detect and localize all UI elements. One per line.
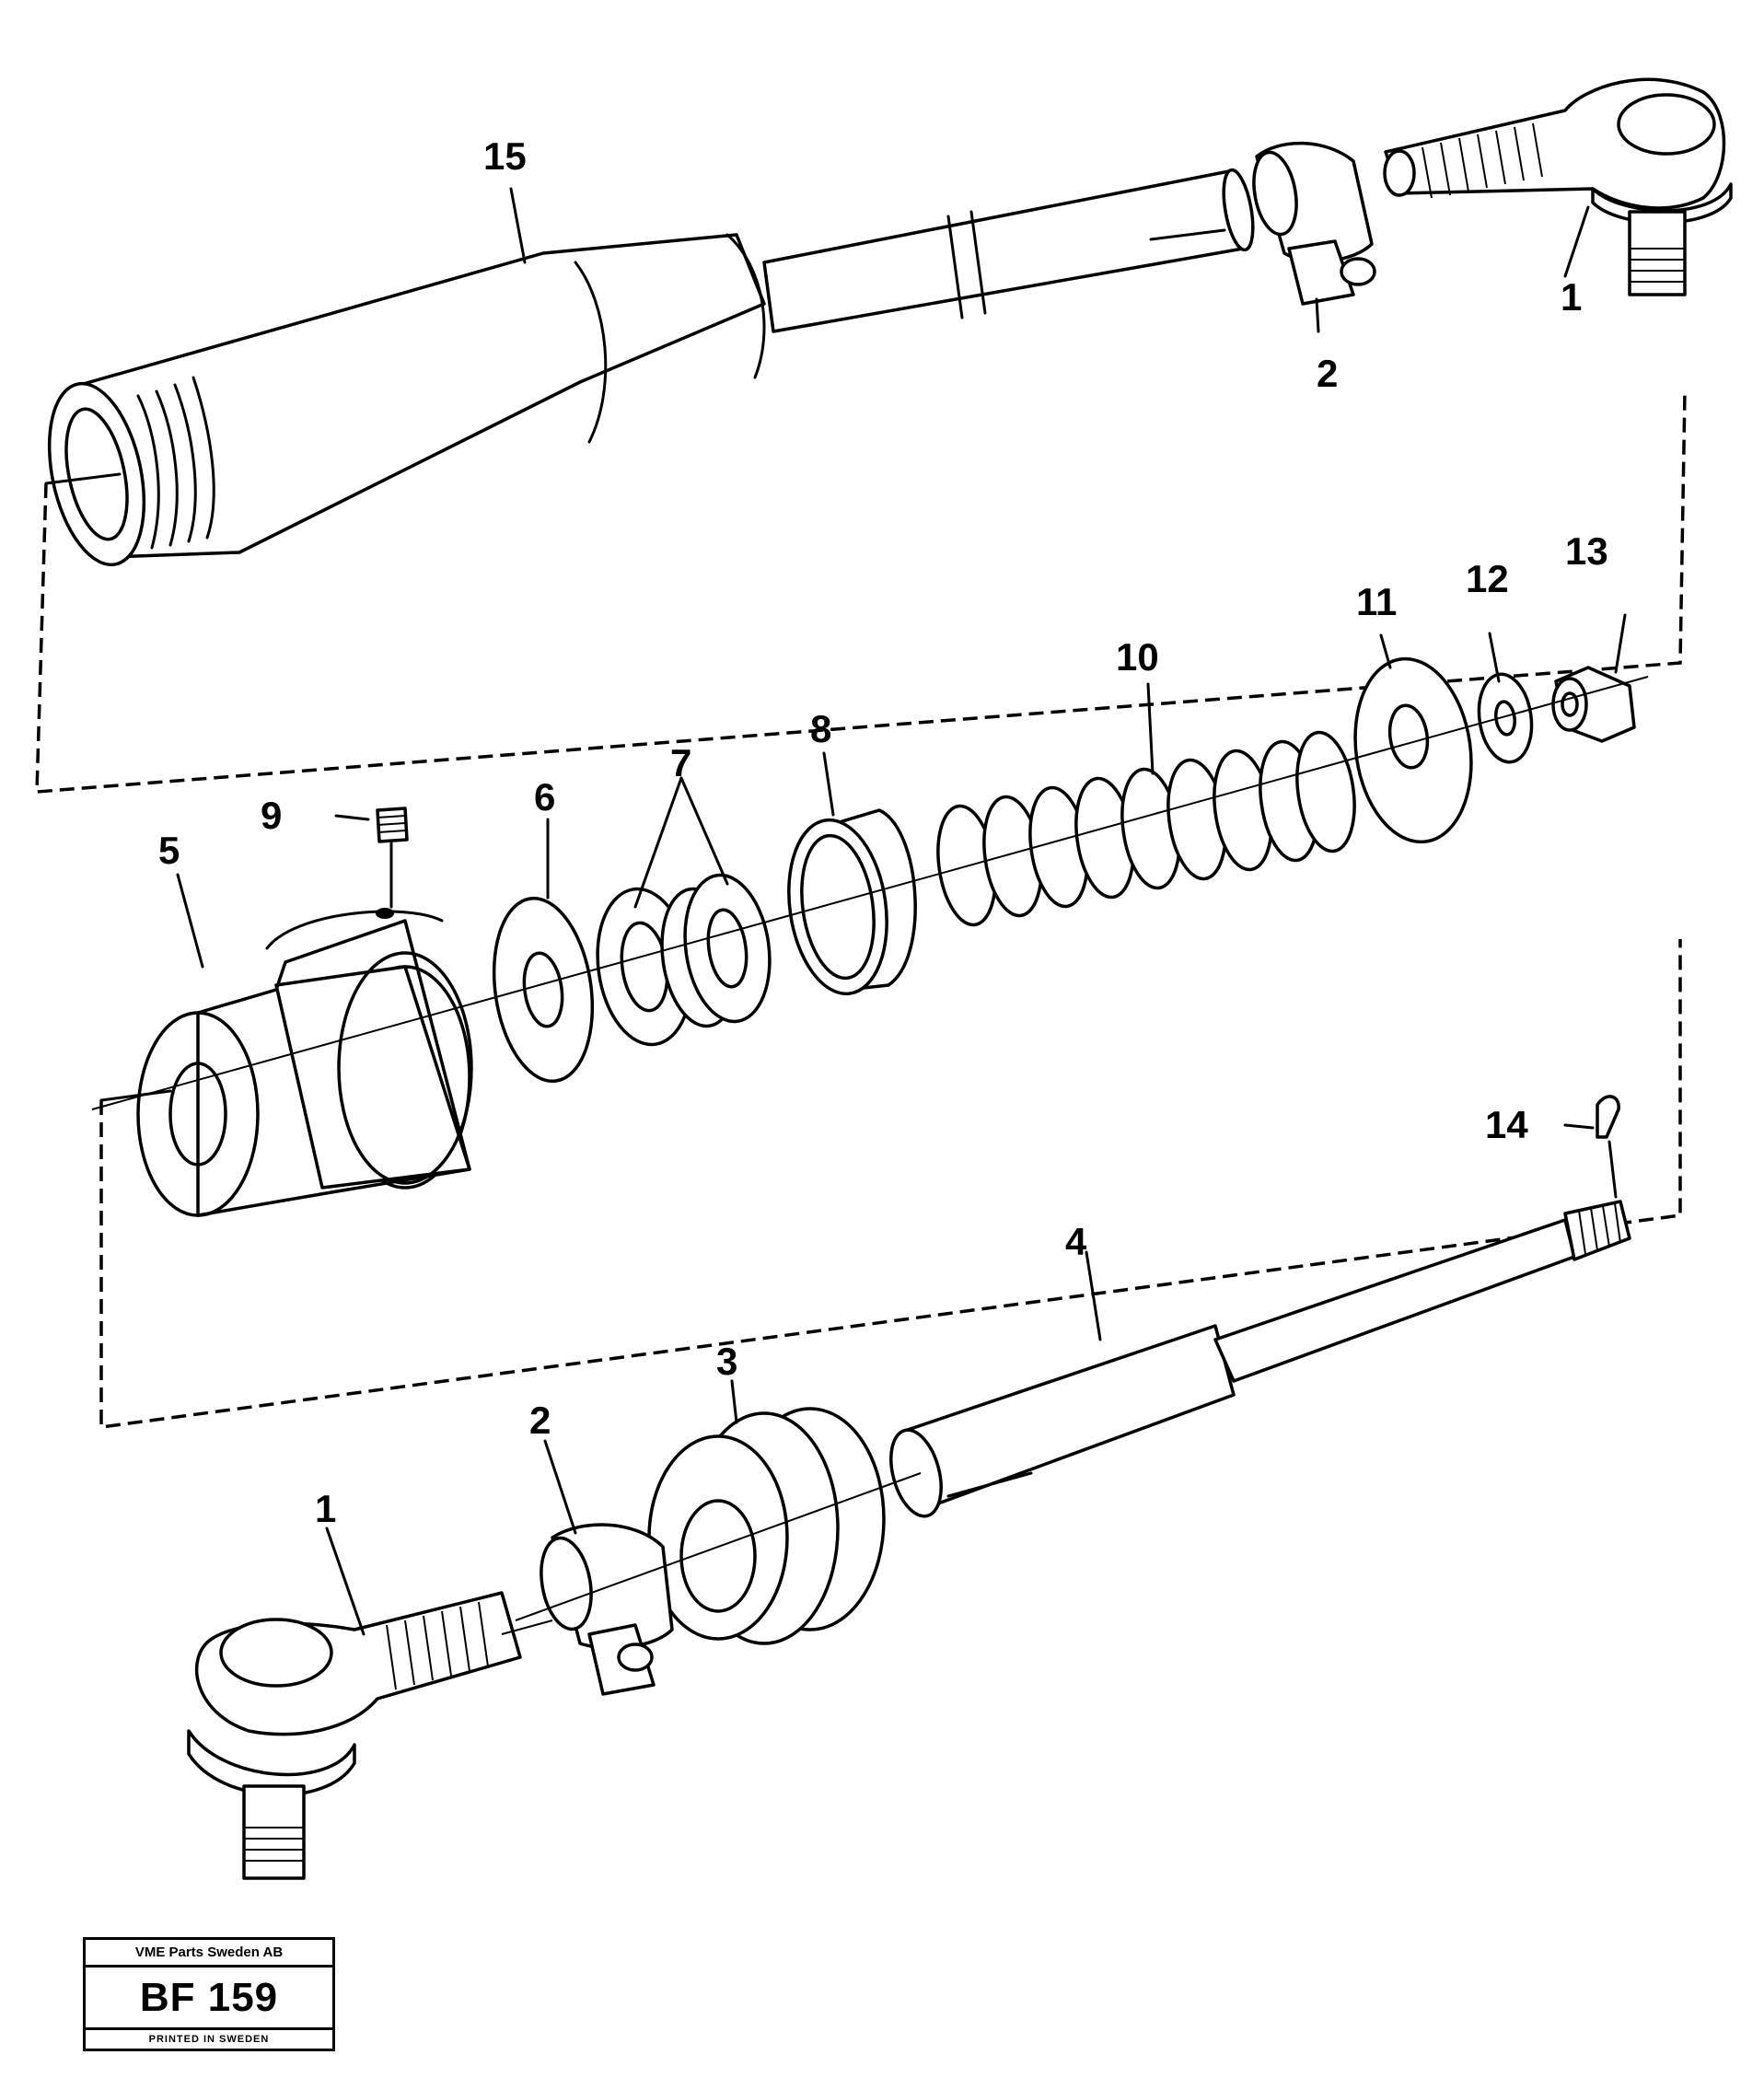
callout-12: 12 xyxy=(1466,557,1509,600)
part-11-washer xyxy=(1353,656,1473,844)
callout-2-top: 2 xyxy=(1317,352,1338,395)
callout-13: 13 xyxy=(1565,529,1608,573)
part-14-cotter-pin xyxy=(1563,1095,1620,1199)
callout-1-bottom: 1 xyxy=(315,1487,336,1530)
callout-4: 4 xyxy=(1065,1220,1087,1263)
title-block-printed: PRINTED IN SWEDEN xyxy=(148,2034,270,2045)
callout-2-bottom: 2 xyxy=(529,1399,551,1442)
callout-1-top: 1 xyxy=(1561,275,1582,319)
callout-6: 6 xyxy=(534,775,555,818)
title-block-code: BF 159 xyxy=(86,1968,332,2030)
callout-3: 3 xyxy=(716,1340,737,1383)
callout-10: 10 xyxy=(1116,635,1159,679)
part-1-tie-rod-end-bottom xyxy=(187,1527,553,1880)
part-6-washer xyxy=(492,896,595,1084)
part-12-washer xyxy=(1477,672,1534,764)
callout-15: 15 xyxy=(483,134,527,178)
part-8-bushing xyxy=(787,808,917,996)
title-block: VME Parts Sweden AB BF 159 PRINTED IN SW… xyxy=(83,1937,335,2051)
title-block-company: VME Parts Sweden AB xyxy=(86,1940,332,1968)
callout-11: 11 xyxy=(1356,580,1397,623)
part-5-housing xyxy=(136,908,473,1217)
part-2-clamp-top xyxy=(1252,141,1376,306)
callout-8: 8 xyxy=(810,707,831,750)
part-2-clamp-bottom xyxy=(540,1439,674,1696)
part-4-inner-rod xyxy=(889,1200,1631,1518)
callout-9: 9 xyxy=(261,794,282,837)
part-9-set-screw xyxy=(376,807,409,909)
part-1-tie-rod-end-top xyxy=(1383,77,1733,296)
part-13-nut xyxy=(1551,666,1636,743)
callout-7: 7 xyxy=(670,741,691,784)
part-15-tube xyxy=(47,168,1255,567)
callout-14: 14 xyxy=(1485,1103,1528,1146)
callout-5: 5 xyxy=(158,829,180,872)
assembly-outline-lower xyxy=(99,939,1682,1430)
part-10-spring xyxy=(936,730,1356,927)
assembly-outline-upper xyxy=(35,390,1687,794)
part-7-seals xyxy=(596,873,772,1047)
part-3-boot xyxy=(647,1379,886,1645)
